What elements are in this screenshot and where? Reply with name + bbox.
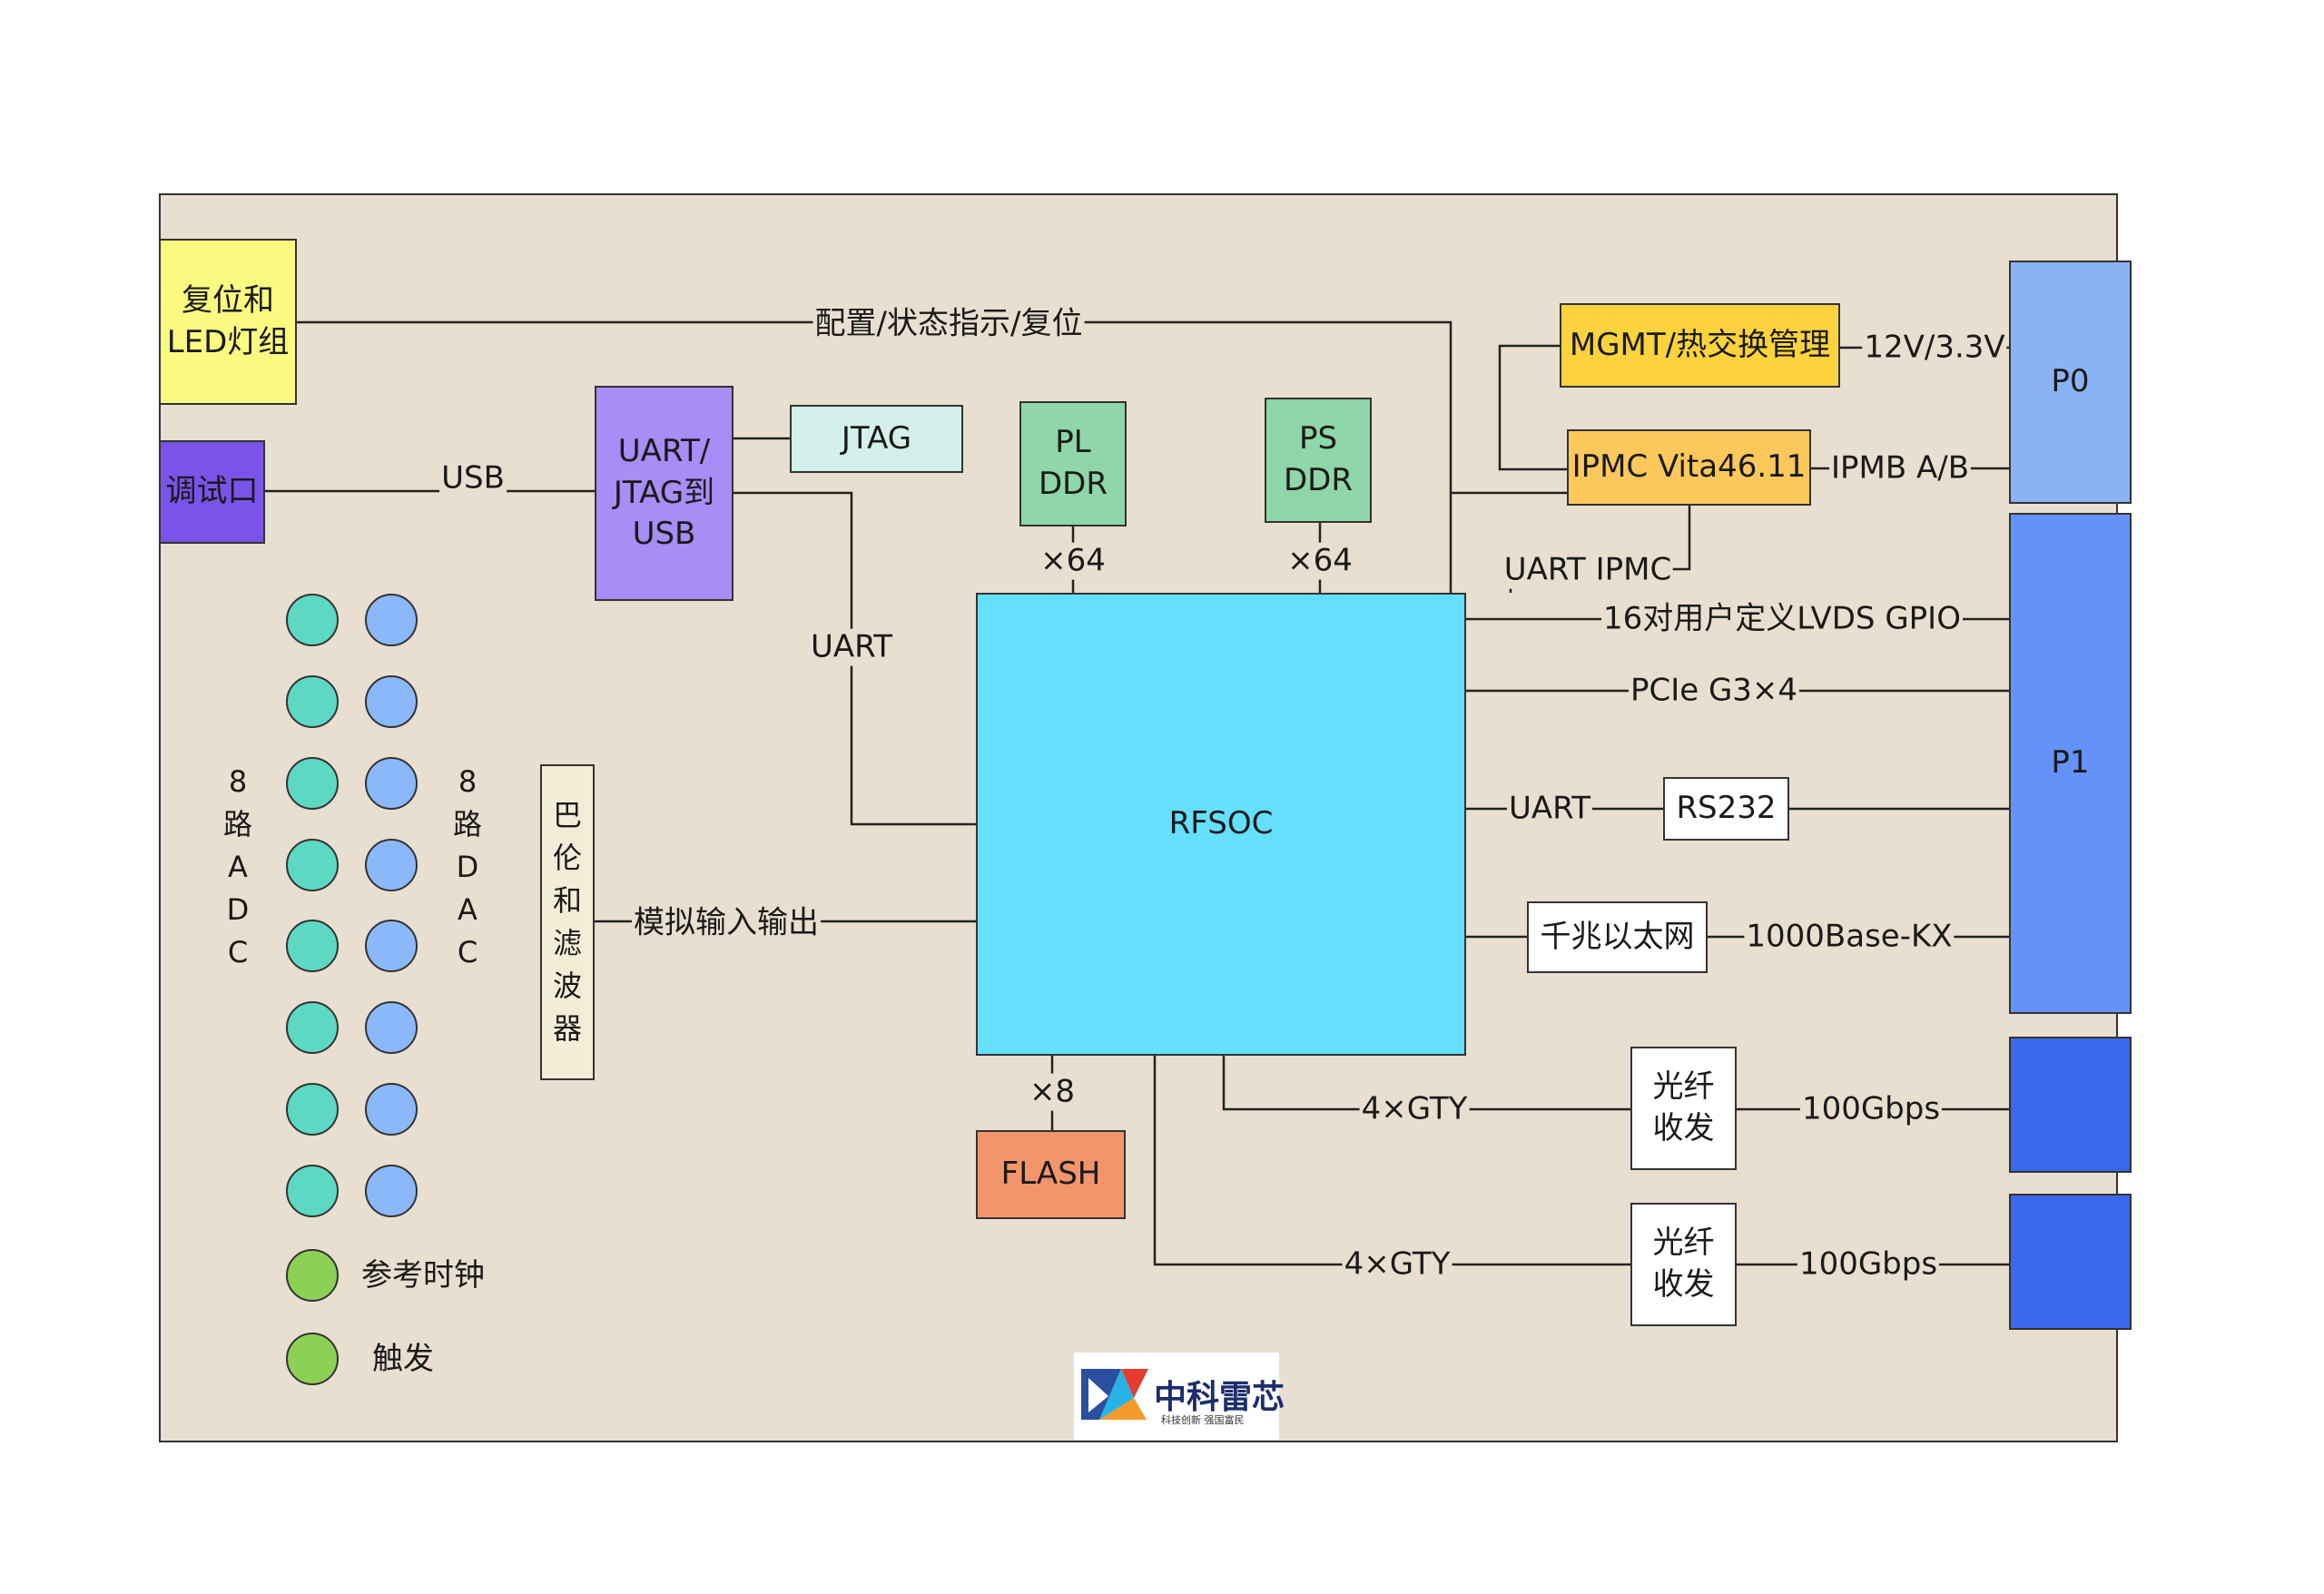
uart-rs232-label: UART [1506,790,1593,828]
dac-channel [365,675,418,728]
uart-label: UART [808,628,895,666]
flash-width-label: ×8 [1027,1073,1078,1111]
port-block-1 [2009,1037,2132,1173]
config-wire [297,320,1452,593]
gbps-1-label: 100Gbps [1799,1090,1943,1128]
ref-clock-label: 参考时钟 [361,1257,485,1294]
adc-channel [286,1001,339,1054]
dac-channel [365,757,418,810]
kx-label: 1000Base-KX [1744,918,1955,956]
adc-channel [286,920,339,972]
trigger-connector [286,1333,339,1385]
gty-1-wire [1222,1056,1630,1111]
mgmt-block: MGMT/热交换管理 [1560,303,1840,388]
optical-transceiver-1: 光纤 收发 [1630,1047,1737,1170]
dac-label: 8 路 D A C [452,764,482,969]
pl-ddr-block: PL DDR [1019,401,1127,526]
adc-channel [286,1083,339,1136]
ref-clock-connector [286,1249,339,1302]
pl-width-label: ×64 [1039,542,1108,580]
reset-led-block: 复位和 LED灯组 [159,239,297,405]
adc-channel [286,1165,339,1217]
balun-filter-block: 巴 伦 和 滤 波 器 [540,764,595,1080]
adc-channel [286,839,339,891]
dac-channel [365,920,418,972]
pcie-label: PCIe G3×4 [1628,672,1800,710]
p0-connector: P0 [2009,261,2132,504]
gty-1-label: 4×GTY [1359,1090,1470,1128]
ethernet-block: 千兆以太网 [1527,901,1708,973]
ipmb-label: IPMB A/B [1828,449,1972,487]
optical-transceiver-2: 光纤 收发 [1630,1203,1737,1326]
logo-slogan: 科技创新 强国富民 [1161,1414,1245,1426]
ps-ddr-block: PS DDR [1265,398,1372,523]
ps-width-label: ×64 [1285,542,1354,580]
usb-label: USB [439,459,507,497]
mgmt-ipmc-wire [1498,344,1567,471]
ipmc-block: IPMC Vita46.11 [1567,429,1811,506]
jtag-block: JTAG [790,405,963,473]
adc-channel [286,594,339,646]
config-label: 配置/状态指示/复位 [812,305,1085,343]
power-label: 12V/3.3V [1862,329,2007,367]
lvds-label: 16对用户定义LVDS GPIO [1601,600,1963,638]
adc-channel [286,675,339,728]
dac-channel [365,594,418,646]
p1-connector: P1 [2009,513,2132,1014]
dac-channel [365,1165,418,1217]
adc-channel [286,757,339,810]
uart-jtag-usb-block: UART/ JTAG到 USB [595,386,734,601]
dac-channel [365,1083,418,1136]
rfsoc-block: RFSOC [976,593,1466,1056]
logo-mark-icon [1081,1369,1148,1420]
dac-channel [365,839,418,891]
rs232-block: RS232 [1663,777,1789,841]
uart-ipmc-label: UART IPMC [1502,551,1674,589]
logo-name: 中科雷芯 [1154,1379,1285,1416]
debug-port-block: 调试口 [159,440,265,544]
gty-2-wire [1153,1056,1630,1266]
trigger-label: 触发 [372,1341,434,1377]
company-logo: 中科雷芯 科技创新 强国富民 [1074,1353,1285,1440]
analog-label: 模拟输入输出 [632,904,821,942]
adc-label: 8 路 A D C [222,764,252,969]
gbps-2-label: 100Gbps [1797,1245,1940,1284]
gty-2-label: 4×GTY [1342,1245,1452,1284]
dac-channel [365,1001,418,1054]
port-block-2 [2009,1194,2132,1330]
flash-block: FLASH [976,1130,1126,1219]
